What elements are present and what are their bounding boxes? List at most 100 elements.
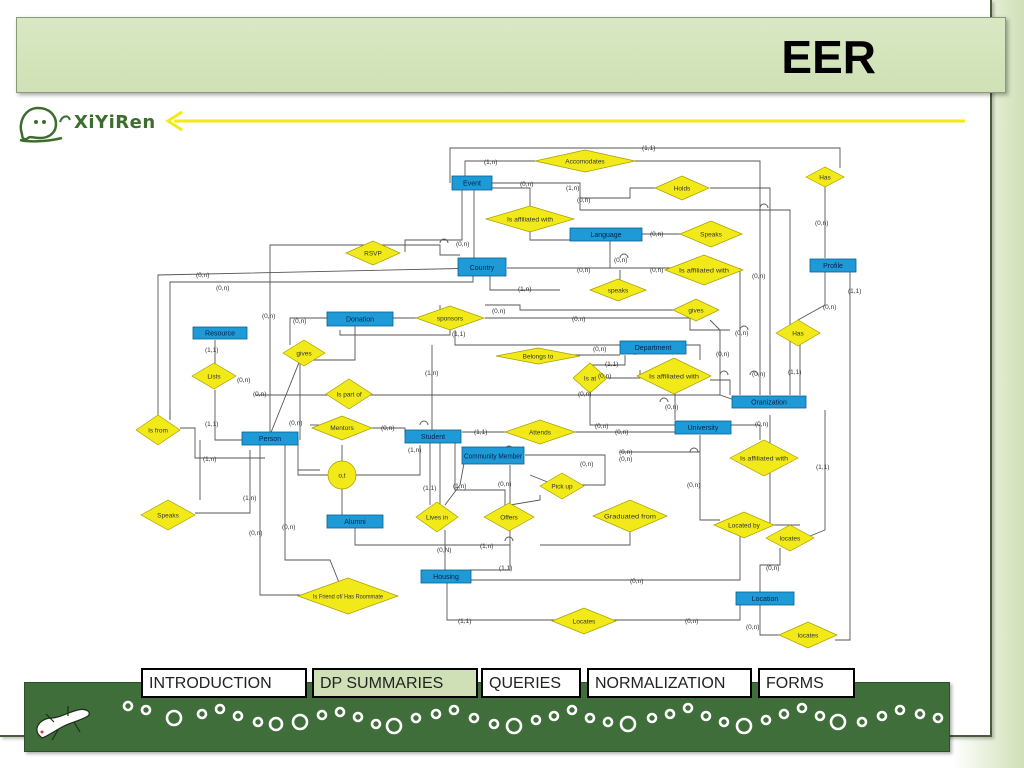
relationship-speaks-language-label: Speaks	[700, 232, 722, 239]
relationship-locates-organization-label: locates	[780, 536, 801, 543]
cardinality-label: (1,1)	[458, 618, 471, 625]
relationship-has-profile[interactable]: Has	[805, 166, 845, 188]
relationship-mentors[interactable]: Mentors	[311, 415, 373, 441]
relationship-offers[interactable]: Offers	[483, 502, 535, 532]
relationship-is-affiliated-event[interactable]: Is affiliated with	[484, 205, 576, 233]
specialization-ot[interactable]: o,t	[327, 460, 357, 490]
relationship-pick-up[interactable]: Pick up	[539, 472, 585, 500]
entity-event[interactable]: Event	[451, 175, 493, 191]
entity-organization[interactable]: Oranization	[731, 395, 807, 409]
relationship-attends[interactable]: Attends	[503, 419, 577, 445]
nav-tab-dp-summaries[interactable]: DP SUMMARIES	[312, 668, 478, 698]
entity-donation[interactable]: Donation	[326, 311, 394, 327]
slide-frame	[0, 0, 992, 737]
cardinality-label: (0,n)	[766, 565, 779, 572]
entity-university[interactable]: University	[674, 420, 732, 435]
cardinality-label: (0,n)	[289, 420, 302, 427]
entity-organization-label: Oranization	[751, 400, 787, 407]
entity-university-label: University	[688, 425, 719, 432]
entity-country[interactable]: Country	[457, 257, 507, 277]
relationship-located-by[interactable]: Located by	[713, 511, 775, 539]
relationship-is-from[interactable]: Is from	[135, 414, 181, 446]
relationship-is-part-of[interactable]: Is part of	[325, 378, 373, 410]
page-title: EER	[781, 31, 876, 83]
relationship-lives-in-label: Lives in	[426, 515, 448, 522]
cardinality-label: (1,n)	[203, 456, 216, 463]
nav-tab-introduction[interactable]: INTRODUCTION	[141, 668, 307, 698]
relationship-is-part-of-label: Is part of	[336, 392, 361, 399]
cardinality-label: (0,n)	[687, 482, 700, 489]
entity-housing[interactable]: Housing	[420, 569, 472, 584]
relationship-holds-label: Holds	[674, 186, 691, 193]
relationship-locates-housing[interactable]: Locates	[551, 607, 617, 635]
cardinality-label: (0,n)	[237, 377, 250, 384]
cardinality-label: (0,n)	[196, 272, 209, 279]
cardinality-label: (0,n)	[735, 330, 748, 337]
relationship-has-organization[interactable]: Has	[775, 319, 821, 347]
entity-community-member[interactable]: Community Member	[461, 446, 525, 465]
relationship-holds[interactable]: Holds	[654, 175, 710, 201]
relationship-belongs-to[interactable]: Belongs to	[495, 347, 581, 365]
relationship-is-affiliated-country[interactable]: Is affiliated with	[664, 254, 744, 286]
relationship-sponsors-label: sponsors	[437, 316, 464, 323]
entity-department[interactable]: Department	[619, 340, 687, 355]
relationship-sponsors[interactable]: sponsors	[414, 305, 486, 331]
cardinality-label: (0,n)	[580, 461, 593, 468]
relationship-has-profile-label: Has	[819, 175, 831, 182]
nav-tab-forms[interactable]: FORMS	[758, 668, 855, 698]
relationship-lists-label: Lists	[207, 374, 221, 381]
entity-profile[interactable]: Profile	[809, 258, 857, 273]
specialization-ot-label: o,t	[338, 473, 345, 480]
cardinality-label: (0,n)	[598, 373, 611, 380]
relationship-rsvp-label: RSVP	[364, 251, 382, 258]
relationship-speaks-language[interactable]: Speaks	[679, 220, 743, 248]
relationship-gives-organization[interactable]: gives	[672, 298, 720, 322]
relationship-lives-in[interactable]: Lives in	[415, 501, 459, 533]
relationship-gives-donation[interactable]: gives	[282, 339, 326, 367]
cardinality-label: (0,n)	[823, 304, 836, 311]
relationship-locates-housing-label: Locates	[573, 619, 597, 626]
relationship-speaks-person[interactable]: Speaks	[140, 499, 196, 531]
relationship-pick-up-label: Pick up	[551, 484, 573, 491]
cardinality-label: (0,n)	[755, 421, 768, 428]
relationship-locates-location[interactable]: locates	[778, 621, 838, 649]
relationship-locates-organization[interactable]: locates	[765, 524, 815, 552]
relationship-is-affiliated-department[interactable]: Is affiliated with	[636, 357, 712, 395]
entity-housing-label: Housing	[433, 574, 459, 581]
nav-tab-normalization[interactable]: NORMALIZATION	[587, 668, 752, 698]
relationship-is-at[interactable]: Is at	[572, 362, 608, 394]
cardinality-label: (0,n)	[282, 524, 295, 531]
relationship-lists[interactable]: Lists	[191, 362, 237, 390]
relationship-accomodates[interactable]: Accomodates	[534, 149, 636, 173]
relationship-speaks-person-label: Speaks	[157, 513, 179, 520]
cardinality-label: (0,n)	[293, 318, 306, 325]
cardinality-label: (1,n)	[518, 286, 531, 293]
bubble-dots	[122, 700, 944, 735]
entity-location[interactable]: Location	[735, 591, 795, 606]
relationship-rsvp[interactable]: RSVP	[345, 240, 401, 266]
entity-community-member-label: Community Member	[464, 454, 523, 461]
relationship-is-friend[interactable]: Is Friend of/ Has Roommate	[296, 577, 400, 615]
cardinality-label: (1,1)	[816, 464, 829, 471]
relationship-speaks-country[interactable]: speaks	[589, 278, 647, 302]
entity-language-label: Language	[590, 232, 621, 239]
nav-tab-queries[interactable]: QUERIES	[481, 668, 581, 698]
entity-alumni[interactable]: Alumni	[326, 514, 384, 529]
cardinality-labels: (1,1) (1,n) (0,n) (1,n) (0,n) (0,n) (0,n…	[196, 145, 861, 631]
relationship-is-affiliated-university[interactable]: Is affiliated with	[729, 439, 799, 477]
header-band	[16, 17, 1006, 93]
cardinality-label: (1,1)	[499, 565, 512, 572]
entity-person[interactable]: Person	[241, 431, 299, 446]
cardinality-label: (1,1)	[642, 145, 655, 152]
entity-resource[interactable]: Resource	[192, 326, 248, 340]
cardinality-label: (0,n)	[752, 371, 765, 378]
relationship-gives-organization-label: gives	[688, 308, 704, 315]
cardinality-label: (1,1)	[205, 421, 218, 428]
relationship-graduated-from[interactable]: Graduated from	[592, 499, 668, 533]
cardinality-label: (1,1)	[605, 361, 618, 368]
cardinality-label: (0,n)	[577, 197, 590, 204]
cardinality-label: (0,n)	[746, 624, 759, 631]
entity-student[interactable]: Student	[404, 429, 462, 444]
entity-language[interactable]: Language	[569, 227, 643, 242]
cardinality-label: (1,1)	[788, 369, 801, 376]
